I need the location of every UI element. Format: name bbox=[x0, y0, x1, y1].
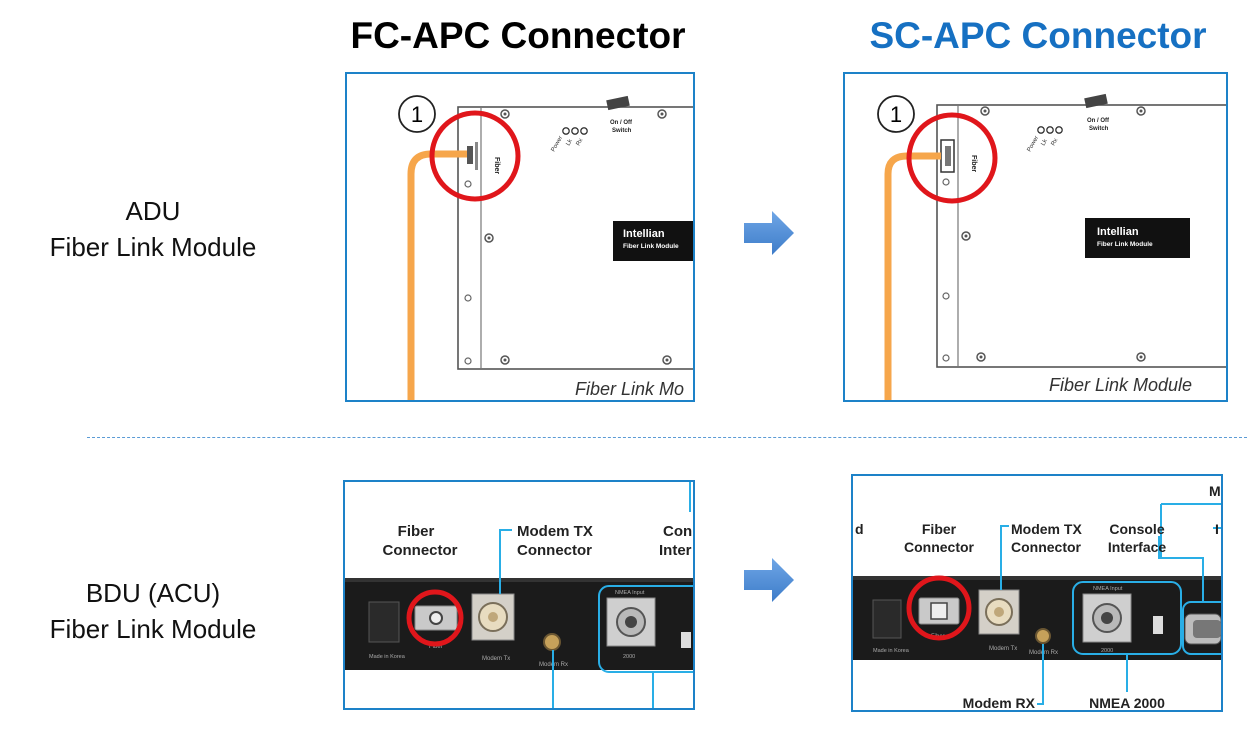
arrow-right-icon bbox=[744, 558, 794, 602]
right-callout-partial: I bbox=[1215, 521, 1219, 537]
console-callout-line1: Console bbox=[1109, 521, 1164, 537]
bdu-row-label: BDU (ACU) Fiber Link Module bbox=[0, 575, 306, 647]
top-callout-partial: M bbox=[1209, 483, 1221, 499]
panel-caption: Fiber Link Mo bbox=[575, 379, 684, 399]
fiber-callout-line1: Fiber bbox=[398, 523, 435, 540]
modem-tx-callout-line2: Connector bbox=[517, 542, 592, 559]
step-number: 1 bbox=[411, 102, 423, 127]
modem-tx-rear-label: Modem Tx bbox=[482, 656, 510, 662]
bdu-fc-apc-panel: Fiber Modem Tx Modem Rx Made in Korea NM… bbox=[343, 480, 695, 710]
led-rx-label: Rx bbox=[576, 138, 585, 147]
modem-tx-callout-line2: Connector bbox=[1011, 539, 1082, 555]
fiber-callout-line2: Connector bbox=[904, 539, 975, 555]
adu-sc-apc-panel: 1 Fiber Power Lk Rx On / Off Switch Inte… bbox=[843, 72, 1228, 402]
step-number: 1 bbox=[890, 102, 902, 127]
modem-tx-callout-line1: Modem TX bbox=[517, 523, 593, 540]
fiber-callout-line1: Fiber bbox=[922, 521, 957, 537]
brand-logo: Intellian bbox=[1097, 226, 1139, 238]
fiber-port-label: Fiber bbox=[493, 157, 500, 174]
brand-logo: Intellian bbox=[623, 228, 665, 240]
bdu-label-line1: BDU (ACU) bbox=[85, 578, 221, 608]
switch-label-2: Switch bbox=[612, 128, 632, 134]
fiber-rear-label: Fiber bbox=[429, 644, 443, 650]
console-callout-line2: Interface bbox=[1108, 539, 1167, 555]
left-callout-partial: d bbox=[855, 521, 864, 537]
switch-label: On / Off bbox=[610, 120, 633, 126]
brand-sub: Fiber Link Module bbox=[623, 243, 679, 250]
made-in-label: Made in Korea bbox=[369, 654, 406, 660]
modem-tx-callout-line1: Modem TX bbox=[1011, 521, 1082, 537]
modem-rx-callout: Modem RX bbox=[963, 695, 1036, 710]
led-lk-label: Lk bbox=[566, 138, 575, 147]
bdu-label-line2: Fiber Link Module bbox=[49, 614, 257, 644]
modem-tx-rear-label: Modem Tx bbox=[989, 646, 1017, 652]
led-rx-label: Rx bbox=[1051, 138, 1060, 147]
console-callout-partial-line1: Con bbox=[663, 523, 692, 540]
brand-sub: Fiber Link Module bbox=[1097, 241, 1153, 248]
fiber-port-label: Fiber bbox=[970, 155, 977, 172]
switch-label: On / Off bbox=[1087, 118, 1110, 124]
panel-caption: Fiber Link Module bbox=[1049, 375, 1192, 395]
nmea-2000-rear-label: 2000 bbox=[1101, 648, 1113, 654]
adu-label-line1: ADU bbox=[125, 196, 181, 226]
switch-label-2: Switch bbox=[1089, 126, 1109, 132]
adu-row-label: ADU Fiber Link Module bbox=[0, 193, 306, 265]
adu-fc-apc-panel: 1 Fiber Power Lk Rx On / Off Switch Inte… bbox=[345, 72, 695, 402]
nmea-input-label: NMEA Input bbox=[615, 590, 645, 596]
row-divider bbox=[87, 437, 1247, 438]
console-callout-partial-line2: Inter bbox=[659, 542, 692, 559]
arrow-right-icon bbox=[744, 211, 794, 255]
fc-apc-header: FC-APC Connector bbox=[350, 15, 686, 56]
led-lk-label: Lk bbox=[1041, 138, 1050, 147]
bdu-sc-apc-panel: Fiber Modem Tx Modem Rx Made in Korea NM… bbox=[851, 474, 1223, 712]
sc-apc-header: SC-APC Connector bbox=[869, 15, 1207, 56]
adu-label-line2: Fiber Link Module bbox=[49, 232, 257, 262]
nmea-2000-callout: NMEA 2000 bbox=[1089, 695, 1165, 710]
nmea-2000-rear-label: 2000 bbox=[623, 654, 635, 660]
fiber-callout-line2: Connector bbox=[383, 542, 458, 559]
nmea-input-label: NMEA Input bbox=[1093, 586, 1123, 592]
made-in-label: Made in Korea bbox=[873, 648, 910, 654]
